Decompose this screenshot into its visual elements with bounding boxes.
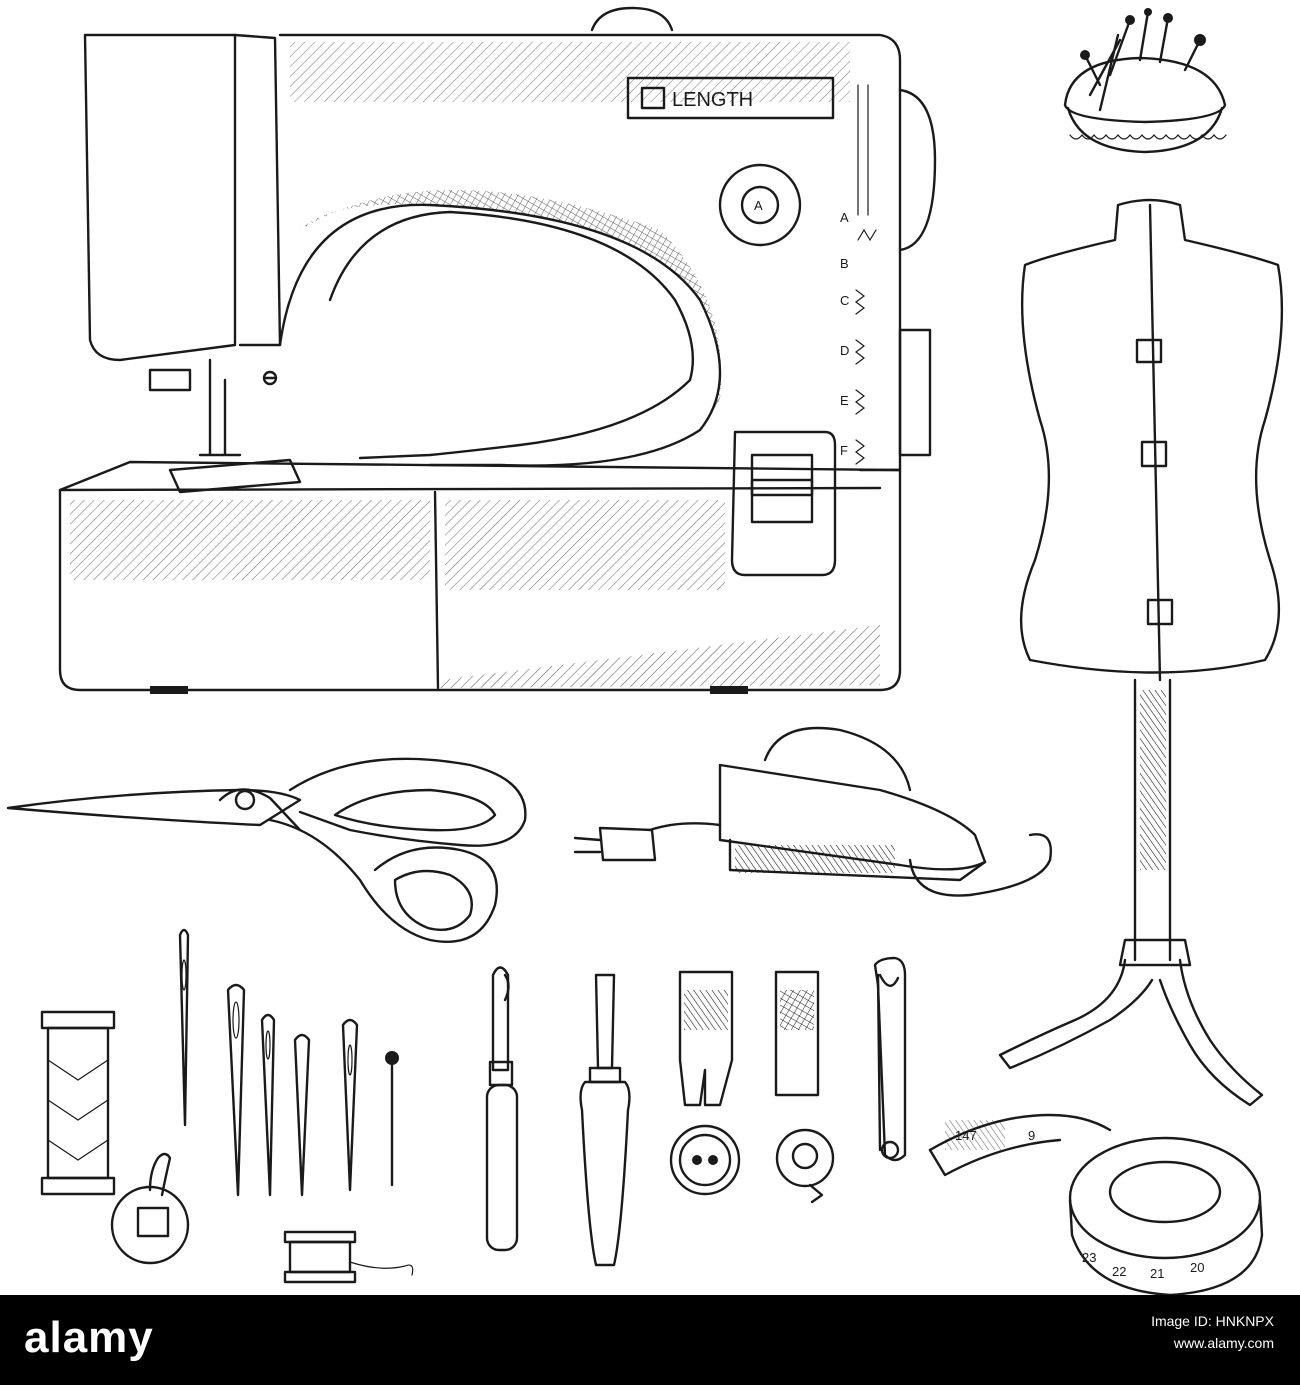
tape-mark-147: 147 <box>955 1128 977 1143</box>
presser-feet <box>678 970 820 1107</box>
site-url: www.alamy.com <box>1173 1335 1274 1351</box>
stitch-letter-b: B <box>840 256 849 271</box>
alamy-logo: alamy <box>24 1313 154 1362</box>
foot-pedal <box>573 726 1052 897</box>
safety-pin <box>873 956 907 1162</box>
illustration: LENGTH A A B C D E F <box>6 6 1284 1295</box>
stitch-selector: A B C D E F <box>840 84 877 465</box>
tape-mark-22: 22 <box>1112 1264 1126 1279</box>
dial-letter: A <box>754 198 763 213</box>
tape-mark-21: 21 <box>1150 1266 1164 1281</box>
pin-cushion <box>1063 8 1227 154</box>
tape-mark-20: 20 <box>1190 1260 1204 1275</box>
measuring-tape: 147 9 21 20 22 23 <box>928 1113 1264 1295</box>
length-label: LENGTH <box>672 89 753 111</box>
buttons <box>669 1124 835 1204</box>
stitch-letter-c: C <box>840 293 849 308</box>
stitch-letter-d: D <box>840 343 849 358</box>
watermark-footer: alamy Image ID: HNKNPX www.alamy.com <box>0 1295 1300 1385</box>
needles <box>178 928 399 1197</box>
stitch-letter-a: A <box>840 210 849 225</box>
scissors <box>6 757 527 943</box>
tape-mark-23: 23 <box>1082 1250 1096 1265</box>
screwdriver <box>579 973 631 1267</box>
seam-ripper <box>485 966 519 1252</box>
sewing-machine: LENGTH A A B C D E F <box>58 6 937 694</box>
stitch-letter-e: E <box>840 393 849 408</box>
stitch-letter-f: F <box>840 443 848 458</box>
image-id: Image ID: HNKNPX <box>1151 1313 1274 1329</box>
sewing-tools-drawing: LENGTH A A B C D E F <box>6 6 1284 1295</box>
dress-form <box>998 198 1284 1107</box>
tape-mark-9: 9 <box>1028 1128 1035 1143</box>
bobbin-case <box>110 1152 190 1265</box>
footer-info: Image ID: HNKNPX www.alamy.com <box>1151 1313 1274 1351</box>
small-bobbin <box>283 1230 414 1284</box>
thread-spool <box>40 1010 116 1196</box>
